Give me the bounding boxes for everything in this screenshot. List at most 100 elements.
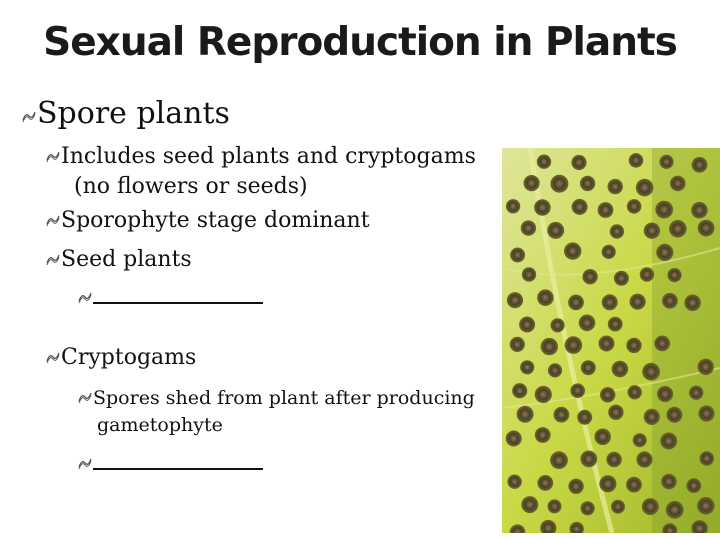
- sorus-dot: [580, 450, 598, 468]
- bullet-includes: Includes seed plants and cryptogams: [46, 144, 476, 169]
- sorus-dot: [667, 268, 682, 283]
- sorus-dot: [686, 478, 702, 494]
- sorus-dot: [597, 202, 614, 218]
- sorus-dot: [550, 318, 565, 333]
- sorus-dot: [697, 497, 715, 515]
- sorus-dot: [697, 219, 715, 237]
- sorus-dot: [662, 292, 678, 309]
- sorus-dot: [534, 199, 551, 216]
- sorus-dot: [537, 289, 554, 306]
- sorus-dot: [657, 385, 674, 403]
- sorus-dot: [519, 316, 536, 333]
- sorus-dot: [670, 175, 686, 192]
- sorus-dot: [523, 175, 540, 192]
- sorus-dot: [611, 360, 629, 378]
- sorus-dot: [607, 316, 623, 332]
- sorus-dot: [550, 174, 569, 193]
- sorus-dot: [609, 224, 625, 239]
- sorus-dot: [641, 498, 659, 516]
- sorus-dot: [613, 270, 629, 286]
- fill-in-blank: [93, 450, 263, 470]
- sorus-dot: [606, 451, 622, 468]
- heading-text: Spore plants: [37, 96, 230, 131]
- wave-bullet-icon: [78, 392, 92, 404]
- sorus-dot: [569, 521, 584, 533]
- sorus-dot: [506, 292, 524, 309]
- sorus-dot: [691, 201, 708, 219]
- sorus-dot: [521, 496, 539, 514]
- sorus-dot: [516, 405, 534, 423]
- sorus-dot: [643, 222, 661, 239]
- sorus-dot: [577, 409, 593, 425]
- sorus-dot: [659, 154, 674, 169]
- sorus-dot: [643, 408, 660, 425]
- sorus-dot: [540, 519, 557, 533]
- wave-bullet-icon: [78, 292, 92, 304]
- wave-bullet-icon: [78, 458, 92, 470]
- sorus-dot: [509, 336, 525, 352]
- sorus-dot: [521, 267, 537, 282]
- sorus-dot: [571, 154, 587, 171]
- sorus-dot: [661, 473, 677, 490]
- sorus-dot: [601, 294, 618, 311]
- sorus-dot: [580, 501, 595, 516]
- cryptogams-text: Cryptogams: [61, 345, 197, 370]
- sorus-dot: [601, 244, 616, 259]
- sorus-dot: [547, 499, 562, 514]
- sorus-dot: [660, 432, 678, 450]
- sorus-dot: [579, 175, 596, 192]
- sorus-dot: [553, 406, 570, 423]
- sorus-dot: [564, 336, 583, 354]
- seed-plants-text: Seed plants: [61, 247, 192, 272]
- sorus-dot: [636, 451, 653, 468]
- sorus-dot: [505, 430, 522, 447]
- sorus-dot: [570, 383, 585, 398]
- sorus-dot: [666, 406, 683, 423]
- sorus-dot: [656, 243, 674, 261]
- bullet-seed-plants: Seed plants: [46, 247, 192, 272]
- sorus-dot: [655, 200, 674, 219]
- sorus-dot: [507, 474, 522, 489]
- fill-in-blank: [93, 284, 263, 304]
- sorus-dot: [537, 475, 554, 491]
- sorus-dot: [520, 220, 537, 236]
- bullet-spore-plants: Spore plants: [22, 96, 230, 131]
- sorus-dot: [689, 385, 704, 400]
- sorus-dot: [564, 242, 582, 260]
- sorus-dot: [691, 520, 708, 533]
- sorus-dot: [642, 362, 660, 381]
- bullet-cryptogams: Cryptogams: [46, 345, 196, 370]
- sorus-dot: [568, 294, 584, 311]
- sorus-dot: [669, 220, 687, 238]
- sorus-dot: [598, 335, 615, 352]
- sorus-dot: [699, 451, 715, 466]
- sorus-dot: [626, 337, 642, 354]
- seed-plants-blank-item: [78, 284, 263, 309]
- slide-title: Sexual Reproduction in Plants: [43, 20, 678, 65]
- sorus-dot: [611, 499, 625, 514]
- sorus-dot: [665, 500, 684, 519]
- sorus-dot: [628, 153, 644, 168]
- sorus-dot: [639, 267, 655, 282]
- bullet-spores: Spores shed from plant after producing: [78, 387, 475, 409]
- sorus-dot: [684, 294, 701, 312]
- sorus-dot: [568, 478, 584, 494]
- sorus-dot: [608, 404, 624, 420]
- sorus-dot: [626, 199, 642, 214]
- sorus-dot: [536, 154, 552, 169]
- sorus-dot: [534, 385, 552, 404]
- sorus-dot: [654, 335, 671, 352]
- includes-continuation: (no flowers or seeds): [74, 174, 308, 199]
- sorus-dot: [627, 385, 642, 400]
- sorus-dot: [512, 383, 528, 399]
- sorus-dot: [662, 523, 678, 533]
- wave-bullet-icon: [46, 352, 60, 364]
- cryptogams-blank-item: [78, 450, 263, 475]
- bullet-sporophyte: Sporophyte stage dominant: [46, 208, 370, 233]
- sorus-dot: [626, 476, 642, 493]
- fern-sori-photo: [502, 148, 720, 533]
- sorus-dot: [607, 178, 623, 195]
- sorus-dot: [547, 221, 565, 239]
- sporophyte-text: Sporophyte stage dominant: [61, 208, 370, 233]
